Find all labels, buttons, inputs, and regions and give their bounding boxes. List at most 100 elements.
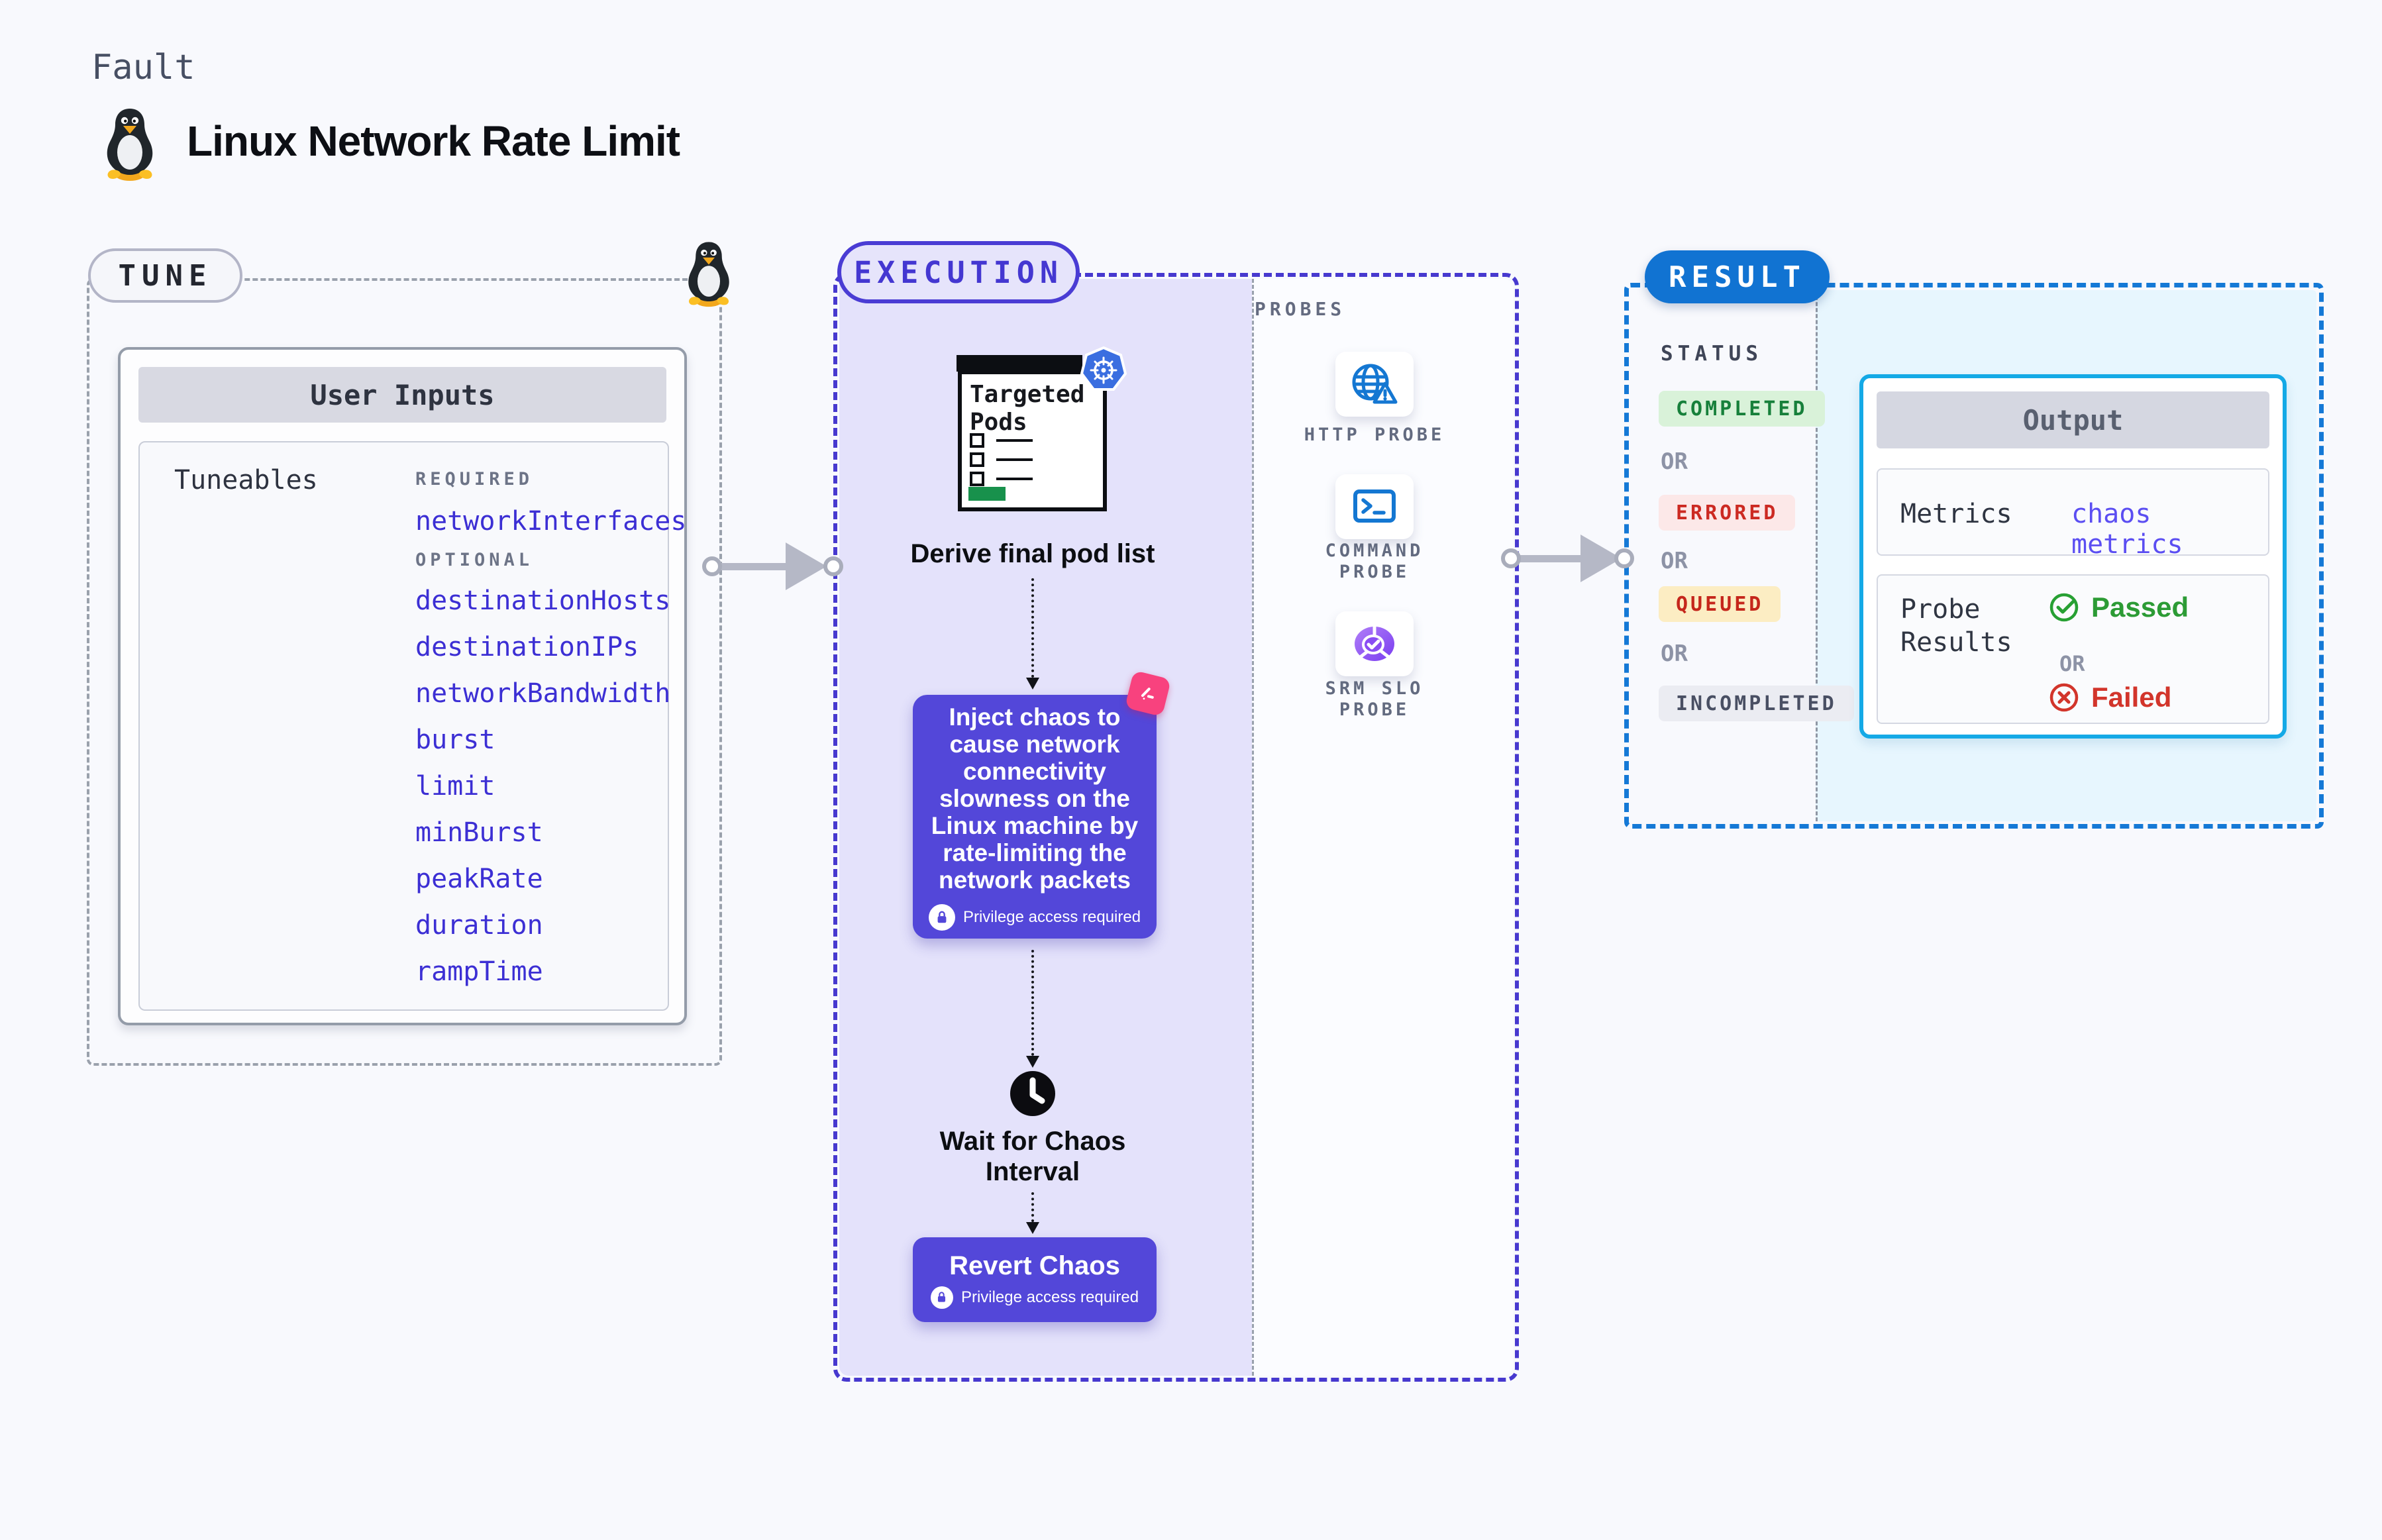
or-label: OR [2059,651,2085,676]
connector-dot [1614,548,1634,568]
tuneable-link[interactable]: duration [415,910,543,941]
probes-section-label: PROBES [1255,298,1346,320]
privilege-row: Privilege access required [928,903,1141,931]
flow-arrowhead [1026,1222,1039,1234]
connector-dot [1501,548,1521,568]
pod-line [996,458,1033,461]
user-inputs-header: User Inputs [138,367,666,423]
result-section-label: RESULT [1669,260,1806,294]
privilege-label: Privilege access required [962,907,1141,926]
srm-slo-probe-label: SRM SLO PROBE [1325,678,1424,720]
probes-to-result-arrow [1517,555,1586,562]
result-divider [1816,290,1818,821]
status-badge-errored: ERRORED [1659,495,1796,531]
tuneables-label: Tuneables [174,465,318,495]
failed-label: Failed [2091,682,2172,713]
tuneable-link[interactable]: networkBandwidth [415,678,671,709]
http-probe-card [1335,352,1414,417]
user-inputs-card: User Inputs Tuneables REQUIRED networkIn… [118,347,687,1025]
result-section-pill: RESULT [1645,250,1830,303]
tuneable-link[interactable]: minBurst [415,817,543,848]
inject-chaos-step: Inject chaos to cause network connectivi… [913,695,1157,939]
tuneable-link[interactable]: limit [415,771,495,801]
fault-kind-label: Fault [91,48,195,87]
required-label: REQUIRED [415,469,534,489]
probe-results-row: Probe Results Passed OR Failed [1877,574,2269,724]
lock-icon [930,1286,953,1309]
checkbox-icon [970,433,984,448]
pod-line [996,439,1033,442]
tuneable-link[interactable]: networkInterfaces [415,506,687,537]
or-label: OR [1661,448,1688,475]
wait-for-chaos-label: Wait for Chaos Interval [939,1127,1126,1186]
or-label: OR [1661,548,1688,574]
http-probe-label: HTTP PROBE [1304,425,1445,445]
flow-arrowhead [1026,678,1039,690]
optional-tuneables-list: destinationHosts destinationIPs networkB… [415,587,670,986]
tux-linux-icon [107,109,153,181]
execution-section-box: Targeted Pods Derive final pod list Inje… [833,273,1519,1382]
status-badge-incompleted: INCOMPLETED [1659,686,1854,721]
kubernetes-icon [1080,346,1127,391]
execution-section-pill: EXECUTION [837,241,1080,303]
pod-list-row [970,433,1069,448]
passed-row: Passed [2049,591,2189,623]
targeted-pods-label: Targeted Pods [970,381,1085,436]
globe-alert-icon [1352,364,1398,404]
inject-chaos-text: Inject chaos to cause network connectivi… [931,703,1139,894]
x-circle-icon [2049,683,2079,712]
pod-list-row [970,452,1069,468]
derive-pod-list-label: Derive final pod list [910,539,1155,568]
checkbox-icon [970,452,984,467]
tune-section-box [87,278,722,1066]
revert-chaos-step: Revert Chaos Privilege access required [913,1237,1157,1322]
connector-dot [823,556,843,576]
checkbox-icon [970,472,984,486]
flow-arrow [1031,578,1034,678]
status-label: STATUS [1661,342,1763,366]
pod-list-row [970,471,1069,487]
flow-arrow [1031,950,1034,1056]
lock-icon [928,903,955,931]
targeted-pods-icon: Targeted Pods [958,370,1107,511]
page-title: Linux Network Rate Limit [187,117,680,165]
check-circle-icon [2049,593,2079,622]
tux-corner-icon [688,242,729,307]
metrics-row: Metrics chaos metrics [1877,468,2269,560]
pod-progress-bar [968,487,1006,501]
tuneable-link[interactable]: destinationHosts [415,586,671,616]
terminal-icon [1353,489,1396,523]
revert-chaos-label: Revert Chaos [949,1251,1120,1280]
passed-label: Passed [2091,591,2189,623]
targeted-pods-titlebar [957,355,1082,372]
chaos-metrics-link[interactable]: chaos metrics [2071,499,2183,560]
privilege-label: Privilege access required [960,1288,1139,1306]
status-badge-completed: COMPLETED [1659,391,1825,427]
result-section-box: STATUS COMPLETED OR ERRORED OR QUEUED OR… [1624,283,2324,829]
flow-arrow [1031,1192,1034,1222]
tune-section-label: TUNE [118,258,213,293]
tuneable-link[interactable]: burst [415,725,495,755]
tuneable-link[interactable]: destinationIPs [415,632,639,662]
probes-zone [1252,279,1513,1376]
chaos-fault-icon [1124,670,1172,717]
execution-probes-divider [1252,279,1254,1376]
or-label: OR [1661,641,1688,667]
tune-section-pill: TUNE [88,248,242,303]
slo-donut-icon [1355,627,1394,661]
connector-dot [702,556,722,576]
flow-arrowhead [1026,1056,1039,1068]
tuneables-panel: Tuneables REQUIRED networkInterfaces OPT… [138,441,686,1011]
execution-section-label: EXECUTION [854,254,1063,290]
tune-to-execution-arrow [717,563,790,570]
tuneable-link[interactable]: rampTime [415,956,543,987]
metrics-label: Metrics [1900,499,2012,529]
tuneable-link[interactable]: peakRate [415,864,543,894]
command-probe-label: COMMAND PROBE [1325,540,1424,582]
failed-row: Failed [2049,682,2171,713]
pod-line [996,478,1033,480]
optional-label: OPTIONAL [415,550,534,570]
probe-results-label: Probe Results [1900,594,2012,658]
command-probe-card [1335,474,1414,539]
